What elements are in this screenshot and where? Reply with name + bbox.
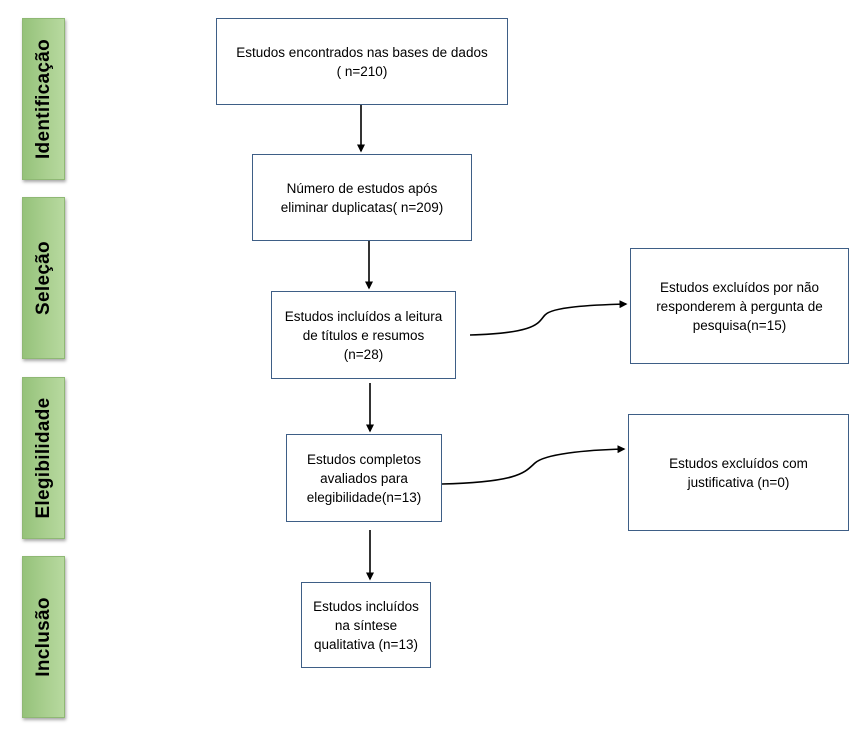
box-full-text-eligibility: Estudos completos avaliados para elegibi… (286, 434, 442, 522)
stage-text-identificacao: Identificação (32, 38, 54, 160)
stage-label-elegibilidade: Elegibilidade (22, 377, 65, 539)
box-text-eligible: Estudos completos avaliados para elegibi… (306, 451, 422, 505)
stage-text-elegibilidade: Elegibilidade (32, 397, 54, 519)
arrow-eligible-to-excluded (441, 445, 626, 485)
box-text-included: Estudos incluídos na síntese qualitativa… (313, 598, 419, 652)
box-text-screened: Estudos incluídos a leitura de títulos e… (284, 308, 443, 362)
box-text-excluded-screening: Estudos excluídos por não responderem à … (656, 279, 823, 333)
box-excluded-eligibility: Estudos excluídos com justificativa (n=0… (628, 414, 849, 531)
stage-text-selecao: Seleção (32, 241, 54, 315)
stage-text-inclusao: Inclusão (32, 597, 54, 677)
box-text-identified: Estudos encontrados nas bases de dados (… (236, 44, 488, 79)
stage-label-selecao: Seleção (22, 197, 65, 359)
box-included-qualitative-synthesis: Estudos incluídos na síntese qualitativa… (301, 582, 431, 668)
box-text-excluded-eligibility: Estudos excluídos com justificativa (n=0… (669, 455, 808, 490)
box-excluded-screening: Estudos excluídos por não responderem à … (630, 248, 849, 364)
box-text-no-duplicates: Número de estudos após eliminar duplicat… (280, 180, 444, 215)
box-after-duplicates-removed: Número de estudos após eliminar duplicat… (252, 154, 472, 241)
stage-label-identificacao: Identificação (22, 18, 65, 180)
stage-label-inclusao: Inclusão (22, 556, 65, 718)
box-studies-identified: Estudos encontrados nas bases de dados (… (216, 18, 508, 105)
arrow-screened-to-excluded (469, 300, 628, 336)
box-titles-abstracts-screened: Estudos incluídos a leitura de títulos e… (271, 291, 456, 379)
